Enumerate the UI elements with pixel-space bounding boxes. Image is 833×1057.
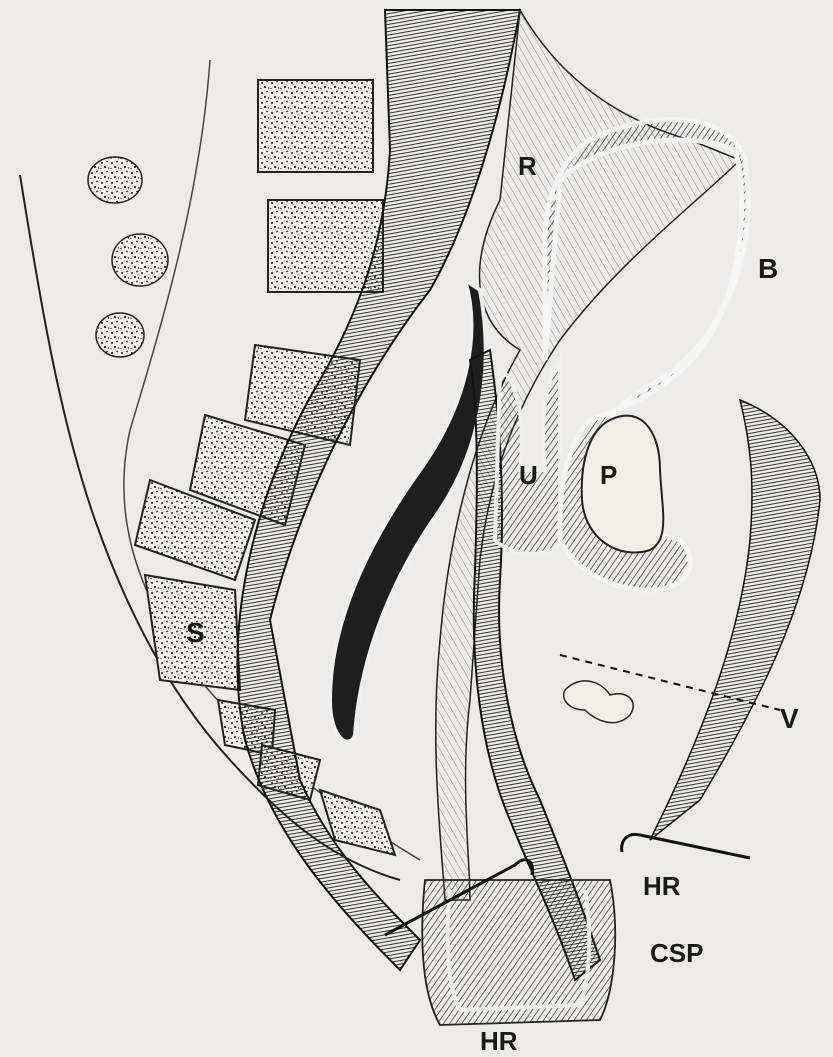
label-u: U	[519, 460, 538, 490]
round-body-3	[96, 313, 144, 357]
label-hr-upper: HR	[643, 871, 681, 901]
label-r: R	[518, 151, 537, 181]
anterior-muscle	[650, 400, 820, 840]
pubic-bone	[582, 416, 664, 553]
label-v: V	[780, 703, 799, 734]
label-b: B	[758, 253, 778, 284]
label-s: S	[186, 617, 205, 648]
label-csp: CSP	[650, 938, 703, 968]
round-body-1	[88, 157, 142, 203]
label-p: P	[600, 460, 617, 490]
retractor-right	[622, 834, 750, 858]
vaginal-fornix	[564, 681, 634, 723]
label-hr-lower: HR	[480, 1026, 518, 1056]
round-body-2	[112, 234, 168, 286]
